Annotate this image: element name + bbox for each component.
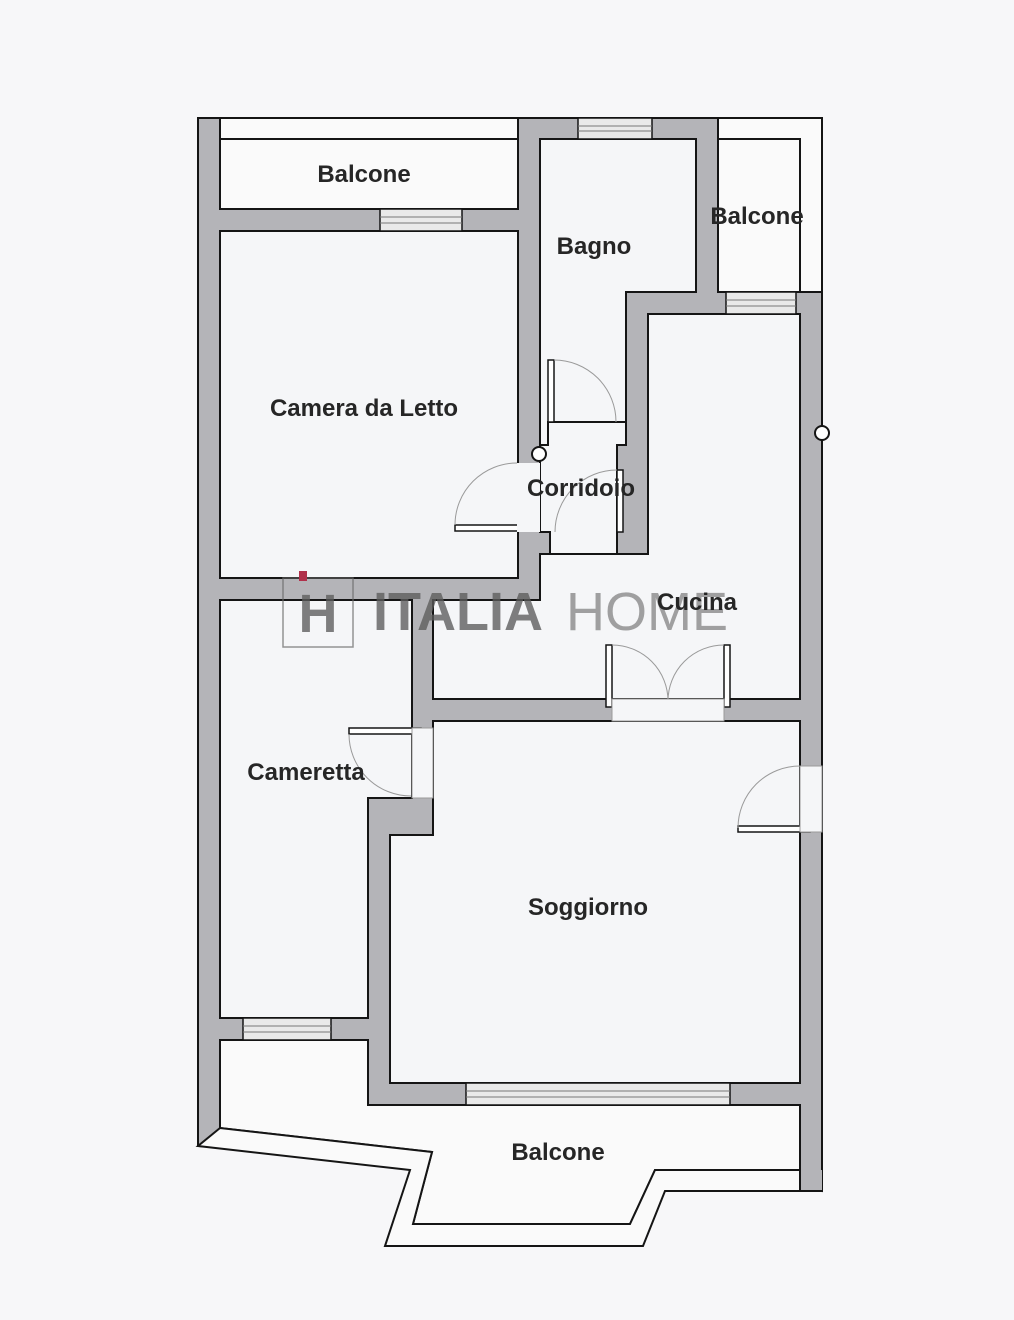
label-balcone-bottom: Balcone [511, 1139, 604, 1166]
logo-mark: H [299, 584, 338, 644]
label-balcone-top-right: Balcone [710, 203, 803, 230]
label-camera-da-letto: Camera da Letto [270, 395, 458, 422]
logo-accent-mark [299, 571, 307, 581]
room-floors [219, 138, 801, 1084]
label-balcone-top-left: Balcone [317, 161, 410, 188]
label-bagno: Bagno [557, 233, 632, 260]
balconies [195, 117, 823, 1247]
logo-brand-light: HOME [566, 582, 728, 642]
doors [348, 359, 823, 833]
label-corridoio: Corridoio [527, 475, 635, 502]
logo-brand-bold: ITALIA [373, 582, 543, 642]
windows [242, 117, 797, 1106]
label-soggiorno: Soggiorno [528, 894, 648, 921]
marker-circle [531, 446, 547, 462]
label-cucina: Cucina [657, 589, 738, 616]
label-cameretta: Cameretta [247, 759, 365, 786]
watermark-logo: H ITALIA HOME [282, 571, 728, 648]
room-labels: Balcone Bagno Balcone Camera da Letto Co… [247, 161, 803, 1166]
marker-circle [814, 425, 830, 441]
